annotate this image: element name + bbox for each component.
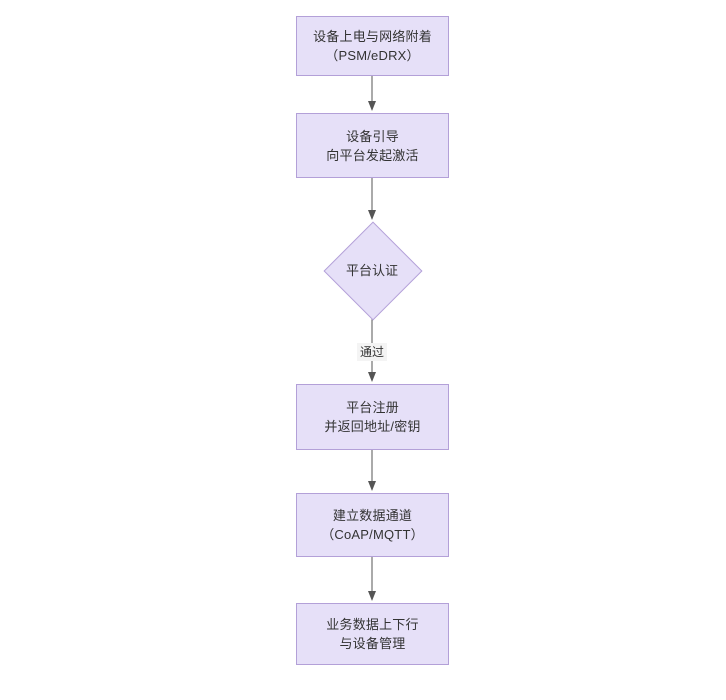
node-text-line-1: 设备引导	[346, 128, 399, 144]
node-device-bootstrap[interactable]: 设备引导 向平台发起激活	[296, 113, 449, 178]
node-text-line-2: （CoAP/MQTT）	[321, 527, 424, 542]
node-business-data-and-device-management[interactable]: 业务数据上下行 与设备管理	[296, 603, 449, 665]
node-text-line-1: 平台注册	[346, 400, 399, 415]
edge-label-pass: 通过	[356, 343, 388, 361]
node-text-line-1: 建立数据通道	[332, 508, 413, 523]
node-platform-auth-decision[interactable]: 平台认证	[323, 221, 423, 321]
node-text-line-1: 设备上电与网络附着	[313, 29, 432, 44]
node-device-power-on[interactable]: 设备上电与网络附着 （PSM/eDRX）	[296, 16, 449, 76]
node-text-line-1: 业务数据上下行	[326, 617, 419, 632]
node-text-line-2: 与设备管理	[339, 636, 406, 651]
node-platform-register[interactable]: 平台注册 并返回地址/密钥	[296, 384, 449, 450]
node-text-line-1: 平台认证	[345, 262, 398, 278]
node-text-line-2: 并返回地址/密钥	[324, 419, 421, 434]
node-text-line-2: 向平台发起激活	[326, 147, 419, 163]
node-establish-data-channel[interactable]: 建立数据通道 （CoAP/MQTT）	[296, 493, 449, 557]
node-text-line-2: （PSM/eDRX）	[325, 48, 420, 63]
